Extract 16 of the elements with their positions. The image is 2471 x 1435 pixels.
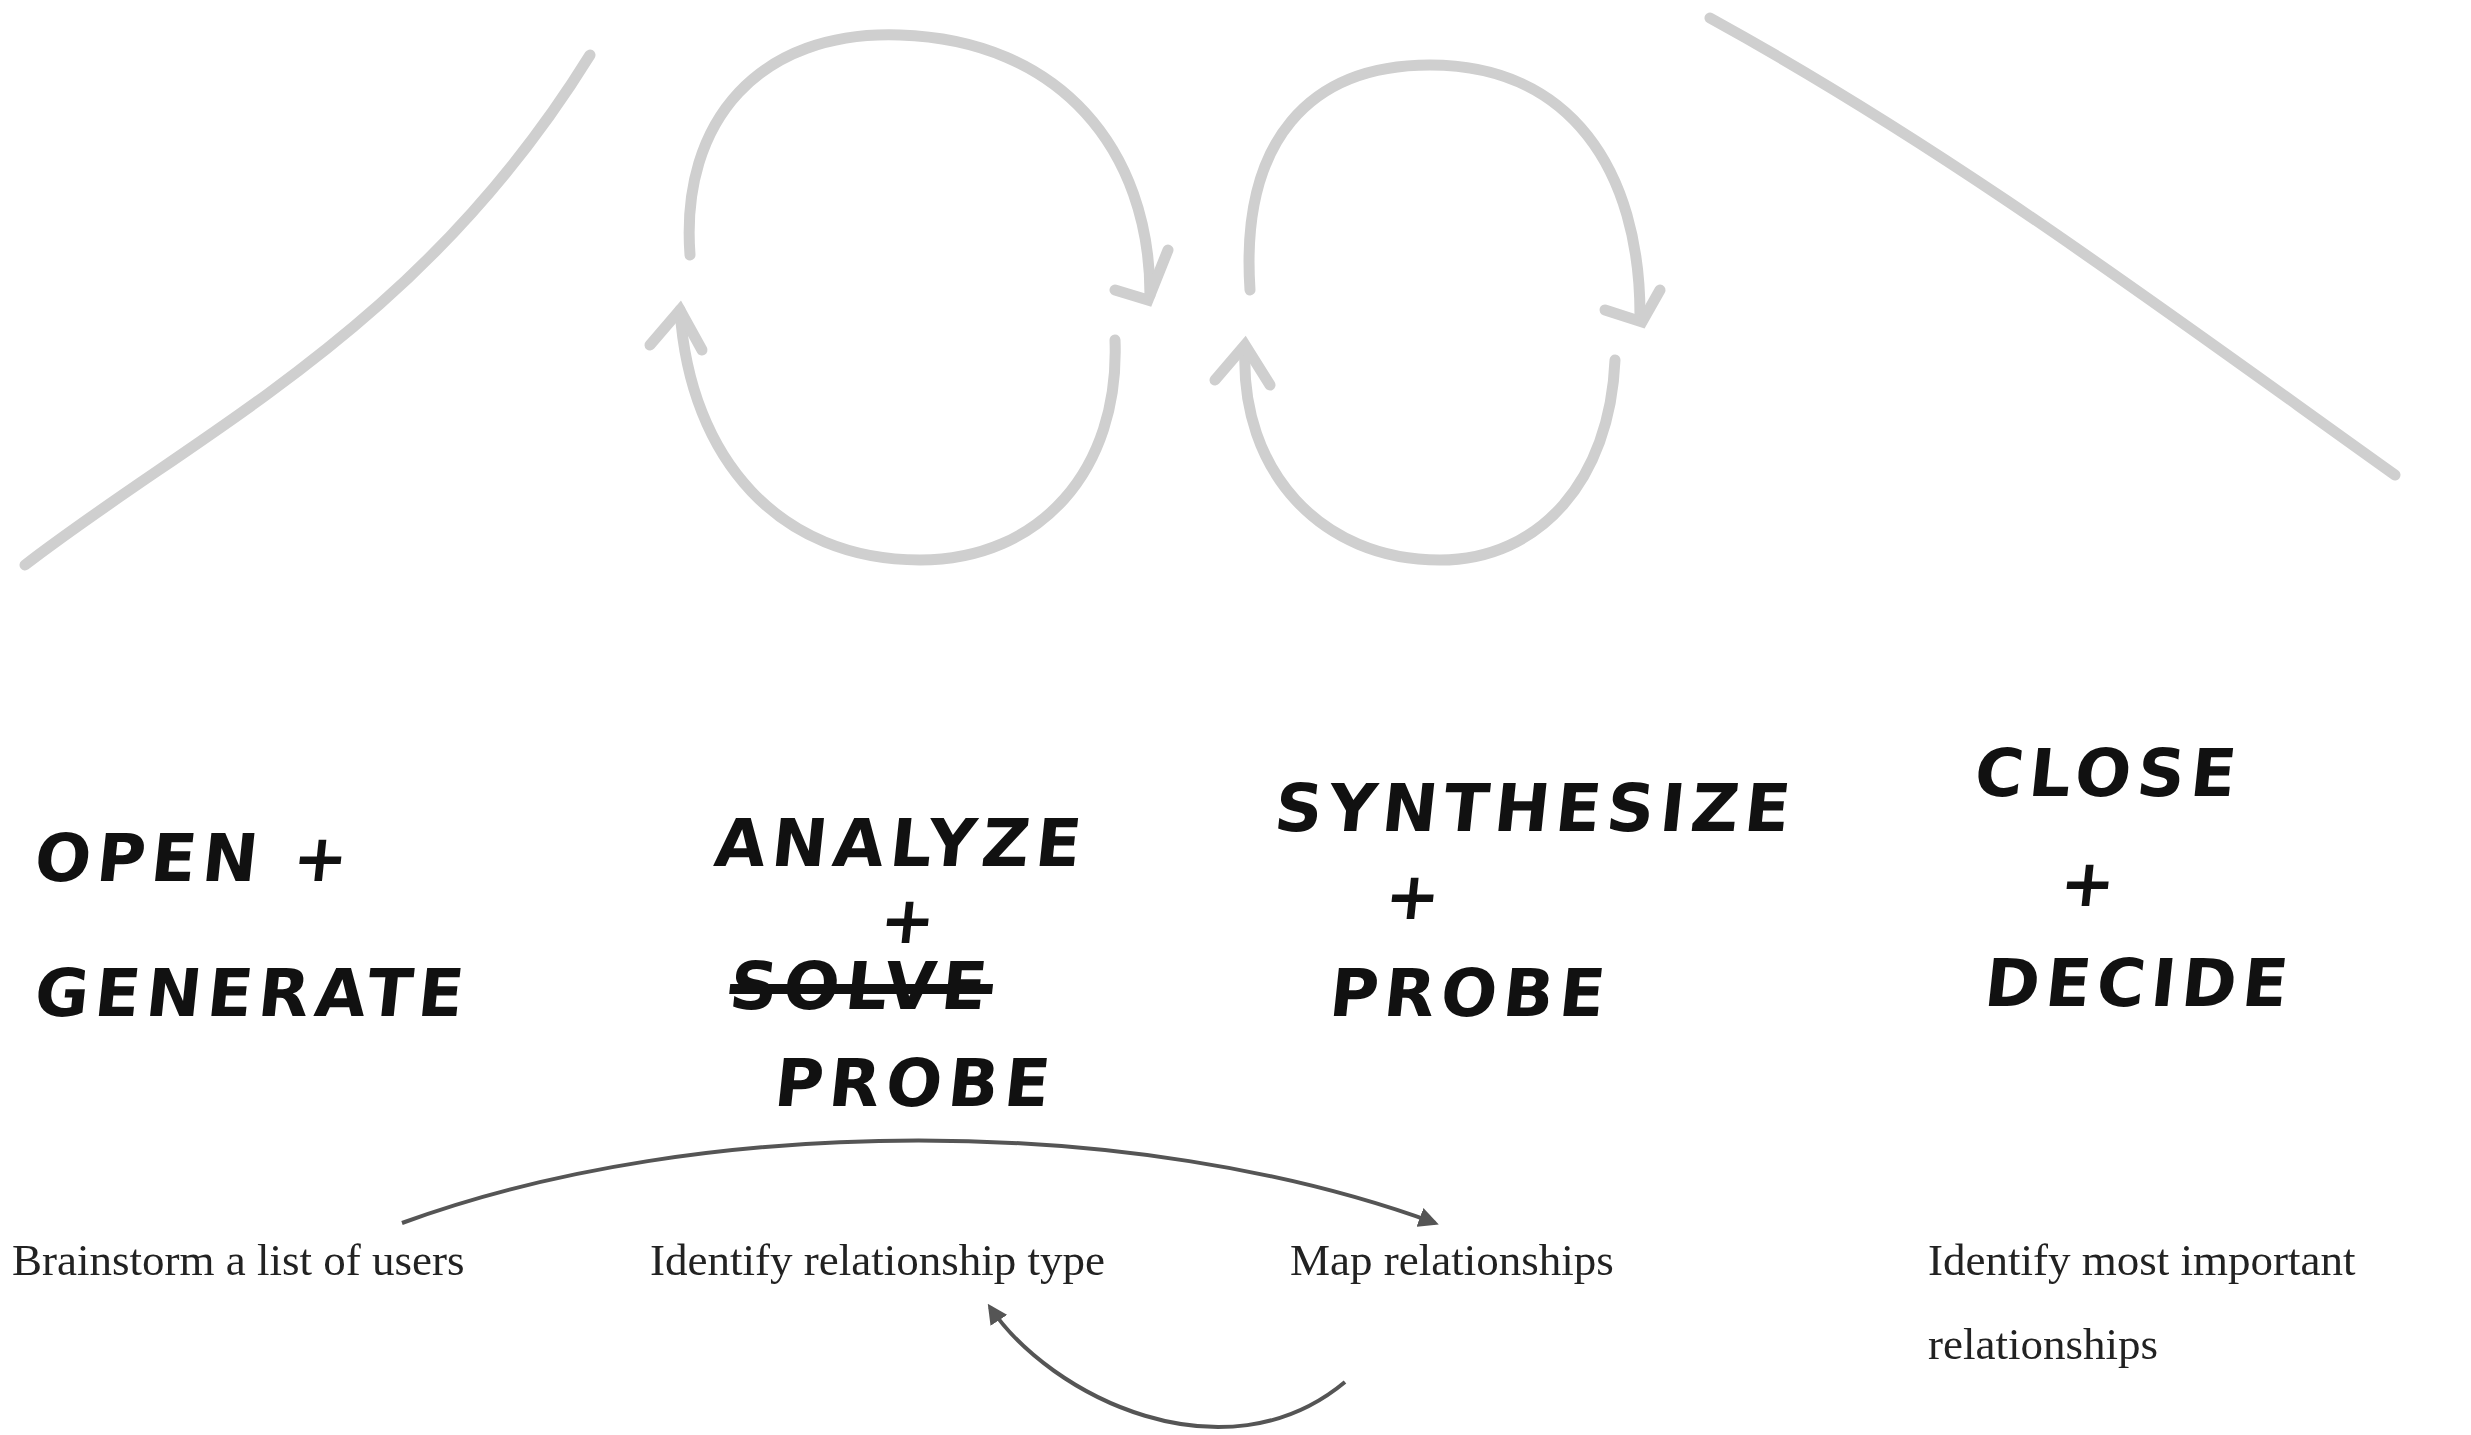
step-text: Map relationships	[1290, 1234, 1615, 1287]
handwritten-label: +	[2055, 845, 2126, 922]
handwritten-label: SYNTHESIZE	[1270, 770, 1800, 847]
handwritten-label: +	[1380, 858, 1451, 935]
curved-arrow	[401, 1138, 1439, 1228]
handwritten-label: OPEN +	[30, 820, 359, 897]
handwritten-label: GENERATE	[30, 955, 474, 1032]
step-text: Identify relationship type	[650, 1234, 1106, 1287]
handwritten-label: ANALYZE	[710, 805, 1091, 882]
handwritten-label: PROBE	[1325, 955, 1615, 1032]
handwritten-label: PROBE	[770, 1045, 1060, 1122]
handwritten-label: CLOSE	[1970, 735, 2246, 812]
step-text: Identify most important relationships	[1928, 1234, 2357, 1371]
curved-arrow	[987, 1303, 1347, 1429]
handwritten-label: DECIDE	[1980, 945, 2298, 1022]
step-text: Brainstorm a list of users	[12, 1234, 466, 1287]
